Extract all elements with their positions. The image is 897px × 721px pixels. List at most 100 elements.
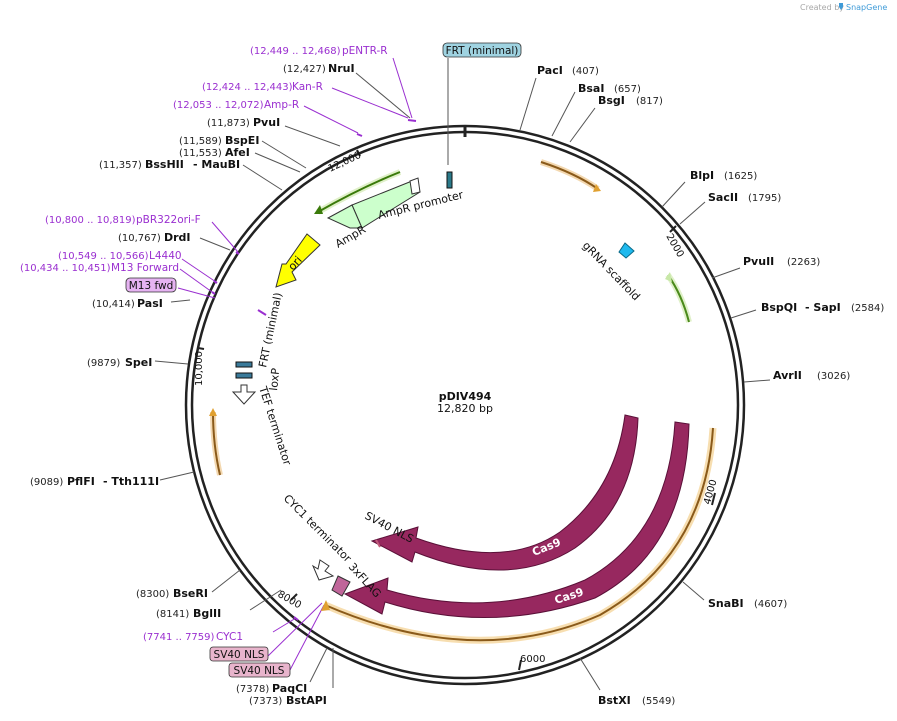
frt-minimal-glyph-top [446, 171, 453, 189]
enzyme-pvuii-pos: (2263) [787, 257, 820, 268]
tick-mark-8000 [290, 593, 298, 601]
enzyme-bsai-name: BsaI [578, 82, 604, 95]
enzyme-bstxi-pos: (5549) [642, 696, 675, 707]
frt-minimal-glyph [235, 361, 253, 368]
tick-8000: 8000 [276, 589, 304, 611]
primer-cyc1-name: CYC1 [216, 631, 243, 643]
enzyme-bspqi-name: BspQI [761, 301, 797, 314]
m13-fwd-label: M13 fwd [129, 280, 174, 292]
tick-6000: 6000 [520, 654, 545, 665]
enzyme-bsai-pos: (657) [614, 84, 641, 95]
enzyme-bseri-name: BseRI [173, 587, 208, 600]
enzyme-bstapi-name: BstAPI [286, 694, 327, 707]
enzyme-bsshii-name: BssHII [145, 158, 184, 171]
enzyme-labels: PacI (407) BsaI (657) BsgI (817) BlpI (1… [30, 62, 884, 707]
snapgene-logo-icon [839, 3, 843, 10]
enzyme-spei-name: SpeI [125, 356, 152, 369]
enzyme-spei-pos: (9879) [87, 358, 120, 369]
enzyme-bstxi-name: BstXI [598, 694, 631, 707]
tick-10000: 10,000 [194, 351, 205, 386]
primer-l4440-range: (10,549 .. 10,566) [58, 251, 149, 262]
primer-leaders [177, 57, 413, 671]
enzyme-bsgi-name: BsgI [598, 94, 625, 107]
enzyme-paqci-pos: (7378) [236, 684, 269, 695]
primer-m13-range: (10,434 .. 10,451) [20, 263, 111, 274]
enzyme-maubi-name: - MauBI [193, 158, 240, 171]
enzyme-bglii-name: BglII [193, 607, 221, 620]
enzyme-pflfi-pos: (9089) [30, 477, 63, 488]
enzyme-nrui-pos: (12,427) [283, 64, 326, 75]
tick-mark-2000 [669, 225, 677, 233]
frt-minimal-label: FRT (minimal) [256, 291, 285, 368]
enzyme-paci-pos: (407) [572, 66, 599, 77]
enzyme-drdi-pos: (10,767) [118, 233, 161, 244]
enzyme-sapi-name: - SapI [805, 301, 841, 314]
enzyme-bsshii-pos: (11,357) [99, 160, 142, 171]
ampr-arrowhead [326, 204, 363, 229]
enzyme-bsgi-pos: (817) [636, 96, 663, 107]
tick-mark-12000 [356, 149, 361, 157]
enzyme-pvui-pos: (11,873) [207, 118, 250, 129]
enzyme-pvuii-name: PvuII [743, 255, 774, 268]
enzyme-avrii-pos: (3026) [817, 371, 850, 382]
primer-l4440-name: L4440 [149, 250, 182, 262]
enzyme-snabi-pos: (4607) [754, 599, 787, 610]
loxp-label: loxP [267, 367, 282, 391]
primer-labels: (12,449 .. 12,468) pENTR-R (12,424 .. 12… [20, 45, 388, 643]
sv40-nls-glyph [375, 539, 381, 548]
enzyme-tth111i-name: - Tth111I [103, 475, 159, 488]
tef-terminator-label: TEF terminator [256, 384, 294, 467]
enzyme-nrui-name: NruI [328, 62, 355, 75]
tick-2000: 2000 [663, 232, 685, 260]
enzyme-blpi-name: BlpI [690, 169, 714, 182]
sv40-nls-box-1 [209, 646, 269, 662]
credit-prefix: Created by [800, 3, 844, 12]
enzyme-bstapi-pos: (7373) [249, 696, 282, 707]
orf-arcs [209, 159, 717, 644]
enzyme-sacii-name: SacII [708, 191, 738, 204]
tick-mark-4000 [711, 492, 716, 506]
enzyme-sacii-pos: (1795) [748, 193, 781, 204]
primer-pbr-range: (10,800 .. 10,819) [45, 215, 136, 226]
tick-mark-10000 [197, 347, 205, 350]
cyc1-terminator-glyph [311, 559, 335, 581]
enzyme-pvui-name: PvuI [253, 116, 280, 129]
enzyme-pflfi-name: PflFI [67, 475, 95, 488]
enzyme-paqci-name: PaqCI [272, 682, 307, 695]
cyc1-terminator-label: CYC1 terminator [281, 492, 354, 565]
enzyme-blpi-pos: (1625) [724, 171, 757, 182]
enzyme-drdi-name: DrdI [164, 231, 191, 244]
tick-mark-6000 [518, 659, 522, 671]
primer-kan-range: (12,424 .. 12,443) [202, 82, 293, 93]
enzyme-pasi-pos: (10,414) [92, 299, 135, 310]
enzyme-snabi-name: SnaBI [708, 597, 744, 610]
frt-top-box [442, 42, 522, 58]
primer-kan-name: Kan-R [292, 81, 323, 93]
enzyme-paci-name: PacI [537, 64, 563, 77]
grna-glyph [618, 242, 635, 259]
flag-glyph [331, 575, 351, 597]
tef-terminator-glyph [231, 384, 257, 405]
primer-cyc1-range: (7741 .. 7759) [143, 632, 215, 643]
primer-amp-range: (12,053 .. 12,072) [173, 100, 264, 111]
enzyme-bspei-name: BspEI [225, 134, 259, 147]
enzyme-bseri-pos: (8300) [136, 589, 169, 600]
sv40-nls-box-1-label: SV40 NLS [214, 649, 265, 661]
primer-pbr-name: pBR322ori-F [136, 214, 201, 226]
cas9-outer-arrow [343, 421, 690, 619]
primer-marks [211, 119, 417, 621]
plasmid-size: 12,820 bp [437, 402, 493, 415]
primer-m13-name: M13 Forward [111, 262, 179, 274]
enzyme-leaders [154, 58, 771, 691]
enzyme-bspei-pos: (11,589) [179, 136, 222, 147]
sv40-nls-box-2 [228, 662, 291, 678]
enzyme-afei-name: AfeI [225, 146, 250, 159]
backbone-outer-ring [184, 124, 746, 686]
enzyme-avrii-name: AvrII [773, 369, 802, 382]
ampr-promoter-glyph [409, 177, 421, 195]
enzyme-bglii-pos: (8141) [156, 609, 189, 620]
primer-amp-name: Amp-R [264, 99, 299, 111]
m13-fwd-box [125, 277, 177, 293]
primer-pentr-name: pENTR-R [342, 45, 388, 57]
